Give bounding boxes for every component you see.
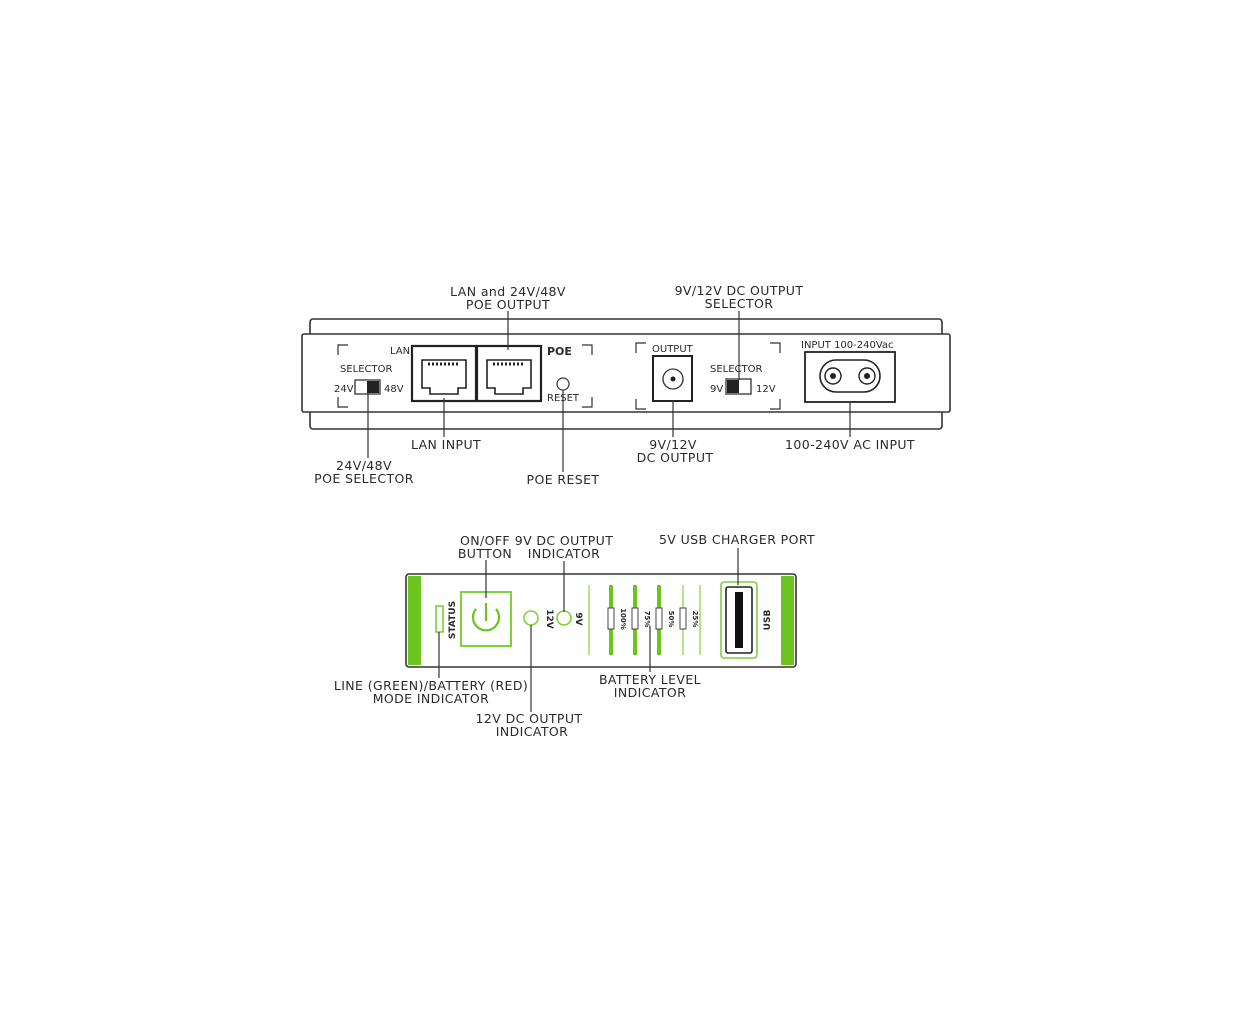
callout-mode-2: MODE INDICATOR — [373, 691, 490, 706]
battery-led-100 — [607, 607, 615, 630]
battery-100-label: 100% — [619, 608, 627, 630]
callout-poe-selector-2: POE SELECTOR — [314, 471, 414, 486]
v9-label: 9V — [710, 384, 723, 395]
callout-dc-output-2: DC OUTPUT — [637, 450, 714, 465]
callout-dc12-2: INDICATOR — [496, 724, 568, 739]
callout-dc-selector-2: SELECTOR — [705, 296, 774, 311]
battery-50-label: 50% — [667, 611, 675, 628]
callout-poe-output-1: LAN and 24V/48V — [450, 284, 566, 299]
lan-port[interactable] — [410, 344, 478, 403]
callout-poe-reset: POE RESET — [527, 472, 600, 487]
usb-label: USB — [763, 610, 773, 631]
led-12v — [523, 610, 539, 626]
v48-label: 48V — [384, 384, 404, 395]
dc-switch-knob — [727, 380, 739, 393]
poe-port[interactable] — [475, 344, 543, 403]
callout-mode-1: LINE (GREEN)/BATTERY (RED) — [334, 678, 528, 693]
rear-panel: LAN SELECTOR 24V 48V POE RESET OUTPUT — [301, 283, 951, 487]
callout-dc-selector-1: 9V/12V DC OUTPUT — [675, 283, 804, 298]
poe-label: POE — [547, 345, 572, 358]
dc-output-bracket — [635, 342, 781, 410]
battery-25-label: 25% — [691, 611, 699, 628]
v24-label: 24V — [334, 384, 354, 395]
callout-dc12-1: 12V DC OUTPUT — [476, 711, 583, 726]
v12-label: 12V — [756, 384, 776, 395]
usb-port[interactable] — [720, 581, 758, 659]
selector-left-label: SELECTOR — [340, 364, 393, 375]
v9-indicator-label: 9V — [573, 612, 583, 625]
output-label: OUTPUT — [652, 344, 694, 355]
reset-button[interactable] — [556, 377, 570, 391]
led-9v — [556, 610, 572, 626]
lan-label: LAN — [390, 346, 410, 357]
callout-poe-output-2: POE OUTPUT — [466, 297, 550, 312]
callout-ac-input: 100-240V AC INPUT — [785, 437, 915, 452]
v12-indicator-label: 12V — [544, 609, 554, 629]
callout-dc9-2: INDICATOR — [528, 546, 600, 561]
callout-lan-input: LAN INPUT — [411, 437, 481, 452]
callout-onoff-1: ON/OFF — [460, 533, 510, 548]
power-button[interactable] — [460, 591, 512, 647]
callout-battery-2: INDICATOR — [614, 685, 686, 700]
poe-switch-knob — [367, 381, 379, 393]
right-green-bar — [781, 576, 794, 665]
status-label: STATUS — [448, 601, 458, 639]
input-rating-label: INPUT 100-240Vac — [801, 340, 894, 351]
front-panel: STATUS 12V 9V 100% 75% 50% 25% — [334, 532, 815, 739]
callout-poe-selector-1: 24V/48V — [336, 458, 392, 473]
battery-led-25 — [679, 607, 687, 630]
selector-right-label: SELECTOR — [710, 364, 763, 375]
callout-battery-1: BATTERY LEVEL — [599, 672, 701, 687]
ac-input-socket[interactable] — [804, 351, 896, 403]
callout-onoff-2: BUTTON — [458, 546, 512, 561]
left-green-bar — [408, 576, 421, 665]
callout-dc-output-1: 9V/12V — [649, 437, 697, 452]
battery-75-label: 75% — [643, 611, 651, 628]
status-led — [435, 605, 444, 633]
battery-led-75 — [631, 607, 639, 630]
battery-led-50 — [655, 607, 663, 630]
callout-dc9-1: 9V DC OUTPUT — [515, 533, 614, 548]
front-leader-lines — [438, 548, 739, 712]
battery-indicator: 100% 75% 50% 25% — [588, 585, 701, 655]
dc-output-jack[interactable] — [652, 355, 693, 402]
rear-leader-lines — [367, 311, 851, 472]
callout-usb-port: 5V USB CHARGER PORT — [659, 532, 815, 547]
lan-poe-bracket — [337, 344, 593, 408]
